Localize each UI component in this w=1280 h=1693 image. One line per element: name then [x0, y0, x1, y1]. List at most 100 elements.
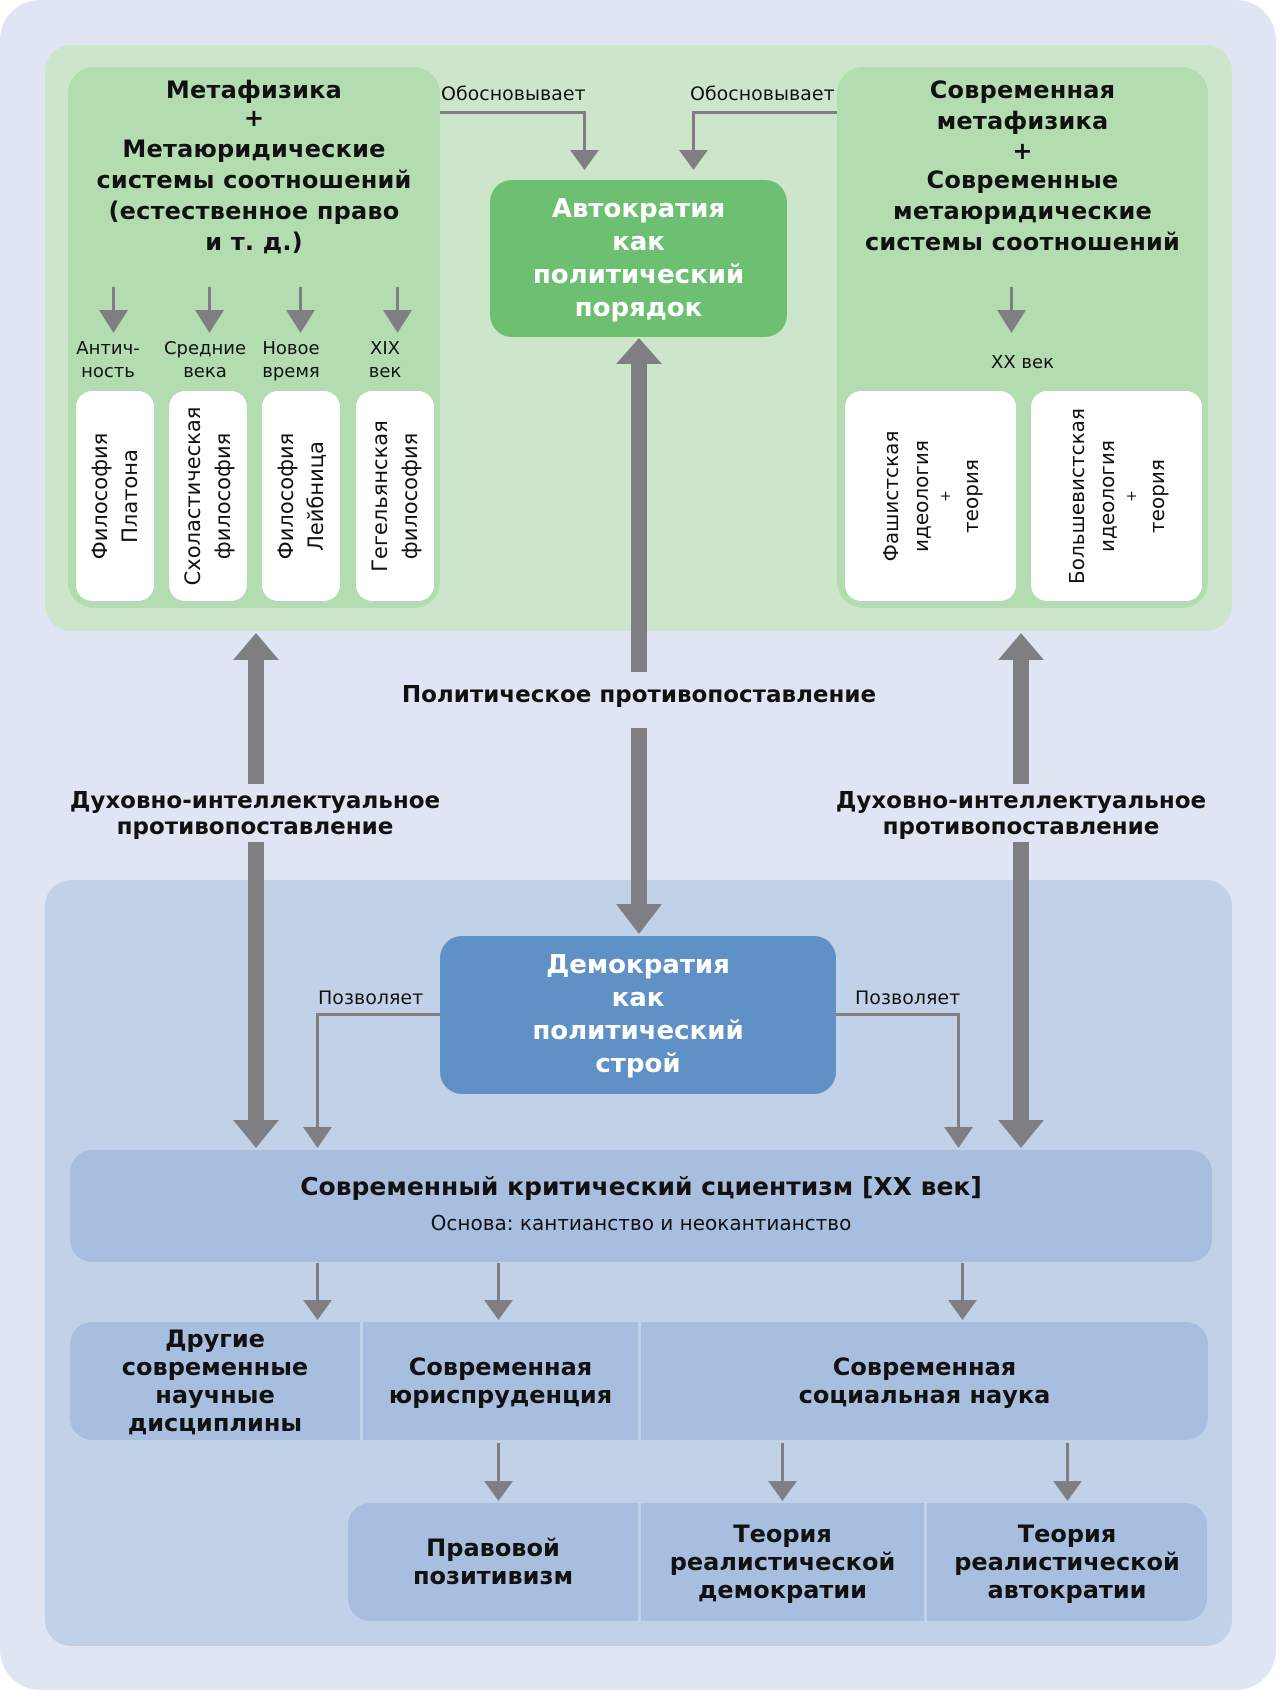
arrow-down-icon — [484, 1263, 513, 1320]
arrow-down-icon — [948, 1263, 977, 1320]
period-label-antiquity: Антич- ность — [70, 337, 146, 383]
box-line: как — [612, 226, 665, 257]
arrow-down-icon — [616, 728, 662, 934]
democracy-text: Демократия как политический строй — [532, 949, 743, 1081]
sciences-row: Другие современные научные дисциплины Со… — [70, 1322, 1208, 1440]
cell-line: Другие — [165, 1325, 265, 1353]
arrow-down-icon — [195, 287, 224, 333]
box-line: политический — [532, 1016, 744, 1046]
arrow-down-icon — [303, 1263, 332, 1320]
label-line: век — [368, 361, 402, 382]
title-line: Современная — [929, 76, 1116, 104]
title-line: системы соотношений — [96, 166, 412, 194]
theories-row: Правовой позитивизм Теория реалистическо… — [348, 1503, 1207, 1621]
arrow-up-icon — [616, 338, 662, 672]
title-line: Метафизика — [165, 76, 343, 104]
box-line: как — [611, 983, 665, 1013]
card-leibniz: Философия Лейбница — [262, 391, 340, 601]
title-line: + — [243, 104, 265, 132]
title-line: метафизика — [936, 107, 1109, 135]
title-line: и т. д.) — [205, 228, 303, 256]
period-label-20th-century: XX век — [991, 352, 1054, 373]
period-label-19th-century: XIX век — [346, 337, 424, 383]
allows-label-left: Позволяет — [318, 987, 424, 1009]
cell-line: Теория — [1017, 1520, 1117, 1548]
title-line: Метаюридические — [122, 135, 386, 163]
cell-line: реалистической — [669, 1548, 896, 1576]
cell-line: Современная — [832, 1353, 1017, 1381]
spiritual-opposition-label-right: Духовно-интеллектуальное противопоставле… — [821, 788, 1221, 840]
cell-divider — [360, 1322, 363, 1440]
box-line: Автократия — [551, 193, 726, 224]
label-line: Средние — [163, 338, 247, 359]
critical-scientism-box: Современный критический сциентизм [XX ве… — [70, 1150, 1212, 1262]
cell-line: Правовой — [426, 1534, 560, 1562]
title-line: Современные — [926, 166, 1119, 194]
label-line: время — [262, 361, 320, 382]
allows-label-right: Позволяет — [855, 987, 961, 1009]
scientism-subtitle: Основа: кантианство и неокантианство — [430, 1211, 852, 1235]
period-label-modern-era: Новое время — [252, 337, 330, 383]
period-label-middle-ages: Средние века — [160, 337, 250, 383]
card-hegel: Гегельянская философия — [356, 391, 434, 601]
title-line: системы соотношений — [864, 228, 1181, 256]
arrow-down-icon — [484, 1443, 513, 1501]
cell-line: современные — [121, 1353, 309, 1381]
cell-line: демократии — [698, 1576, 867, 1604]
other-sciences-cell: Другие современные научные дисциплины — [70, 1322, 360, 1440]
arrow-down-icon — [233, 842, 279, 1148]
allows-arrow-left — [303, 1013, 440, 1148]
box-line: строй — [595, 1049, 681, 1079]
label-line: Духовно-интеллектуальное — [69, 788, 441, 814]
cell-line: научные — [155, 1381, 275, 1409]
cell-line: Теория — [733, 1520, 832, 1548]
legal-positivism-cell: Правовой позитивизм — [348, 1503, 638, 1621]
cell-divider — [638, 1503, 641, 1621]
spiritual-opposition-label-left: Духовно-интеллектуальное противопоставле… — [55, 788, 455, 840]
political-opposition-label: Политическое противопоставление — [401, 682, 877, 708]
democracy-box: Демократия как политический строй — [440, 936, 836, 1094]
box-line: Демократия — [546, 950, 730, 980]
label-line: Духовно-интеллектуальное — [835, 788, 1207, 814]
realistic-democracy-cell: Теория реалистической демократии — [641, 1503, 924, 1621]
cell-line: социальная наука — [798, 1381, 1051, 1409]
arrow-up-icon — [998, 633, 1044, 784]
title-line: (естественное право — [108, 197, 400, 225]
arrow-down-icon — [99, 287, 128, 333]
cell-divider — [638, 1322, 641, 1440]
modern-metaphysics-box: Современная метафизика + Современные мет… — [837, 67, 1208, 608]
label-line: противопоставление — [116, 814, 394, 840]
jurisprudence-cell: Современная юриспруденция — [363, 1322, 638, 1440]
cell-line: позитивизм — [412, 1562, 574, 1590]
card-plato: Философия Платона — [76, 391, 154, 601]
cell-line: Современная — [408, 1353, 593, 1381]
label-line: XIX — [370, 338, 400, 359]
metaphysics-box: Метафизика + Метаюридические системы соо… — [68, 67, 440, 608]
arrow-down-icon — [286, 287, 315, 333]
arrow-down-icon — [383, 287, 412, 333]
card-bolshevik-ideology: Большевистская идеология + теория — [1031, 391, 1202, 601]
arrow-down-icon — [997, 287, 1026, 333]
card-fascist-ideology: Фашистская идеология + теория — [845, 391, 1016, 601]
metaphysics-title: Метафизика + Метаюридические системы соо… — [68, 75, 440, 258]
cell-line: дисциплины — [127, 1409, 303, 1437]
arrow-down-icon — [1053, 1443, 1082, 1501]
cell-line: автократии — [987, 1576, 1147, 1604]
cell-line: юриспруденция — [388, 1381, 613, 1409]
label-line: Новое — [262, 338, 320, 359]
arrow-down-icon — [768, 1443, 797, 1501]
autocracy-box: Автократия как политический порядок — [490, 180, 787, 337]
card-scholastic: Схоластическая философия — [169, 391, 247, 601]
arrow-down-icon — [998, 842, 1044, 1148]
box-line: порядок — [574, 292, 703, 323]
autocracy-text: Автократия как политический порядок — [533, 193, 744, 325]
justifies-arrow-left — [440, 111, 599, 170]
label-line: Антич- — [76, 338, 140, 359]
label-line: века — [183, 361, 227, 382]
cell-divider — [924, 1503, 927, 1621]
social-science-cell: Современная социальная наука — [641, 1322, 1208, 1440]
modern-metaphysics-title: Современная метафизика + Современные мет… — [837, 75, 1208, 258]
title-line: метаюридические — [893, 197, 1152, 225]
allows-arrow-right — [836, 1013, 973, 1148]
